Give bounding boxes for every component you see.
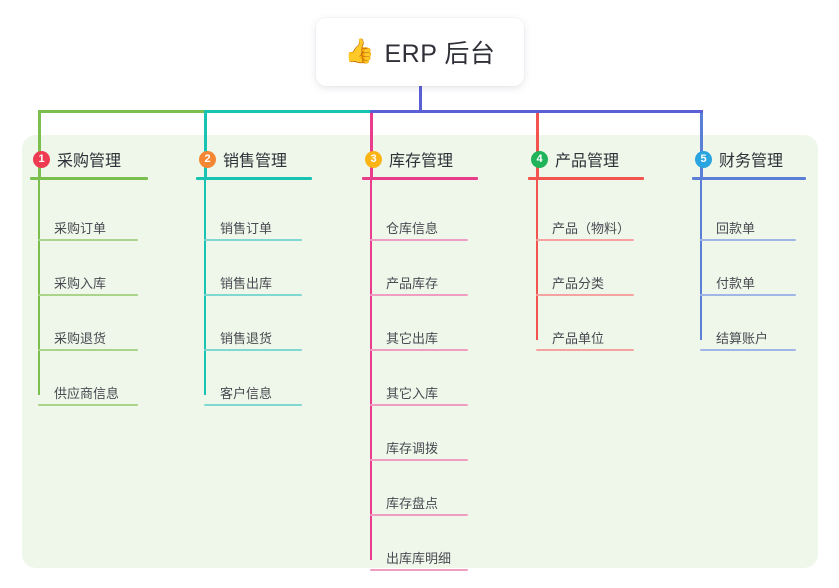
connector-stem-5 xyxy=(700,110,703,177)
branch-2-item-underline-3 xyxy=(204,349,302,351)
branch-4[interactable]: 4 产品管理 xyxy=(528,147,619,171)
branch-5-item-underline-2 xyxy=(700,294,796,296)
branch-5-item-2[interactable]: 付款单 xyxy=(716,276,756,291)
branch-3-item-underline-6 xyxy=(370,514,468,516)
branch-underline-4 xyxy=(528,177,644,180)
branch-1-item-underline-1 xyxy=(38,239,138,241)
branch-spine-2 xyxy=(204,177,206,395)
branch-1-item-3[interactable]: 采购退货 xyxy=(54,331,107,346)
branch-header-5[interactable]: 5 财务管理 xyxy=(692,147,783,171)
branch-3-item-5[interactable]: 库存调拨 xyxy=(386,441,439,456)
branch-3-item-4[interactable]: 其它入库 xyxy=(386,386,439,401)
branch-2-item-underline-2 xyxy=(204,294,302,296)
branch-5[interactable]: 5 财务管理 xyxy=(692,147,783,171)
branch-5-item-underline-3 xyxy=(700,349,796,351)
branch-2-item-2[interactable]: 销售出库 xyxy=(220,276,273,291)
branch-number-badge: 5 xyxy=(695,150,712,168)
branch-3-item-3[interactable]: 其它出库 xyxy=(386,331,439,346)
branch-2-item-4[interactable]: 客户信息 xyxy=(220,386,273,401)
branch-1-item-underline-4 xyxy=(38,404,138,406)
root-node[interactable]: 👍 ERP 后台 xyxy=(316,18,524,86)
branch-3-item-underline-5 xyxy=(370,459,468,461)
branch-5-item-underline-1 xyxy=(700,239,796,241)
branch-4-item-2[interactable]: 产品分类 xyxy=(552,276,605,291)
connector-stem-1 xyxy=(38,110,41,177)
branch-spine-5 xyxy=(700,177,702,340)
branch-1-item-underline-3 xyxy=(38,349,138,351)
branch-number-badge: 4 xyxy=(531,150,548,168)
branch-spine-4 xyxy=(536,177,538,340)
connector-bar-segment-1 xyxy=(38,110,207,113)
branch-header-1[interactable]: 1 采购管理 xyxy=(30,147,121,171)
branch-title: 库存管理 xyxy=(389,153,454,170)
connector-bar-segment-root xyxy=(370,110,703,113)
root-stem xyxy=(419,86,422,113)
branch-2[interactable]: 2 销售管理 xyxy=(196,147,287,171)
branch-underline-2 xyxy=(196,177,312,180)
branch-1-item-2[interactable]: 采购入库 xyxy=(54,276,107,291)
branch-spine-1 xyxy=(38,177,40,395)
branch-5-item-3[interactable]: 结算账户 xyxy=(716,331,769,346)
branch-underline-3 xyxy=(362,177,478,180)
branch-header-3[interactable]: 3 库存管理 xyxy=(362,147,453,171)
branch-3-item-underline-7 xyxy=(370,569,468,571)
branch-3-item-2[interactable]: 产品库存 xyxy=(386,276,439,291)
branch-title: 采购管理 xyxy=(57,153,122,170)
branch-underline-5 xyxy=(692,177,806,180)
branch-4-item-3[interactable]: 产品单位 xyxy=(552,331,605,346)
branch-title: 财务管理 xyxy=(719,153,784,170)
branch-3-item-underline-2 xyxy=(370,294,468,296)
root-title: ERP 后台 xyxy=(384,40,496,68)
thumbs-up-icon: 👍 xyxy=(344,38,375,65)
branch-4-item-1[interactable]: 产品（物料） xyxy=(552,221,631,236)
branch-number-badge: 3 xyxy=(365,150,382,168)
branch-header-4[interactable]: 4 产品管理 xyxy=(528,147,619,171)
branch-number-badge: 2 xyxy=(199,150,216,168)
branch-3[interactable]: 3 库存管理 xyxy=(362,147,453,171)
branch-1-item-4[interactable]: 供应商信息 xyxy=(54,386,120,401)
branch-3-item-7[interactable]: 出库库明细 xyxy=(386,551,452,566)
branch-2-item-underline-1 xyxy=(204,239,302,241)
branch-number-badge: 1 xyxy=(33,150,50,168)
branch-4-item-underline-1 xyxy=(536,239,634,241)
connector-stem-over-3 xyxy=(370,113,373,177)
branch-2-item-1[interactable]: 销售订单 xyxy=(220,221,273,236)
branch-title: 产品管理 xyxy=(555,153,620,170)
branch-3-item-underline-1 xyxy=(370,239,468,241)
branch-3-item-6[interactable]: 库存盘点 xyxy=(386,496,439,511)
connector-stem-2 xyxy=(204,110,207,177)
branch-title: 销售管理 xyxy=(223,153,288,170)
branch-1-item-1[interactable]: 采购订单 xyxy=(54,221,107,236)
branch-header-2[interactable]: 2 销售管理 xyxy=(196,147,287,171)
branch-3-item-underline-3 xyxy=(370,349,468,351)
diagram-background-panel xyxy=(22,135,818,568)
connector-stem-over-4 xyxy=(536,113,539,177)
branch-4-item-underline-2 xyxy=(536,294,634,296)
branch-1[interactable]: 1 采购管理 xyxy=(30,147,121,171)
connector-bar-segment-2 xyxy=(204,110,373,113)
branch-spine-3 xyxy=(370,177,372,560)
branch-underline-1 xyxy=(30,177,148,180)
branch-2-item-underline-4 xyxy=(204,404,302,406)
branch-3-item-1[interactable]: 仓库信息 xyxy=(386,221,439,236)
branch-2-item-3[interactable]: 销售退货 xyxy=(220,331,273,346)
branch-5-item-1[interactable]: 回款单 xyxy=(716,221,756,236)
branch-1-item-underline-2 xyxy=(38,294,138,296)
branch-4-item-underline-3 xyxy=(536,349,634,351)
root-node-content: 👍 ERP 后台 xyxy=(345,34,496,70)
branch-3-item-underline-4 xyxy=(370,404,468,406)
